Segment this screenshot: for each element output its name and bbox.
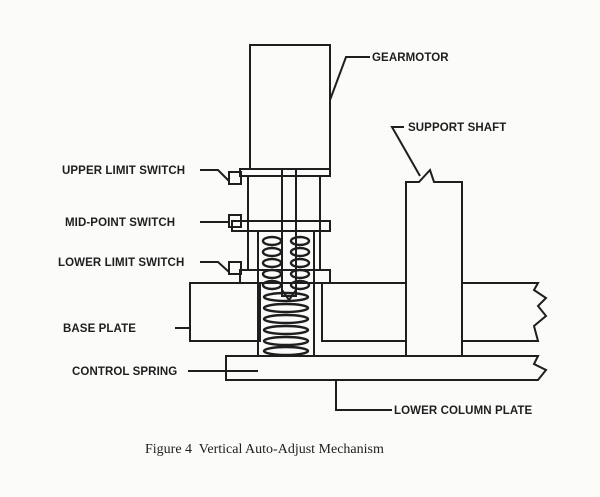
upper-limit-switch	[228, 171, 242, 185]
lower-limit-switch	[228, 261, 242, 275]
gearmotor-label: GEARMOTOR	[372, 52, 449, 64]
figure-caption: Figure 4 Vertical Auto-Adjust Mechanism	[145, 442, 384, 457]
lower-column-plate-label: LOWER COLUMN PLATE	[394, 405, 533, 417]
base-plate-right	[461, 282, 548, 342]
leader-lines	[175, 56, 421, 411]
upper-limit-switch-label: UPPER LIMIT SWITCH	[62, 165, 185, 177]
mid-point-switch-label: MID-POINT SWITCH	[65, 217, 175, 229]
base-plate-label: BASE PLATE	[63, 323, 136, 335]
gearmotor	[249, 44, 331, 170]
support-shaft-label: SUPPORT SHAFT	[408, 122, 506, 134]
lower-limit-switch-label: LOWER LIMIT SWITCH	[58, 257, 184, 269]
lower-column-plate	[225, 355, 548, 381]
lead-screw	[281, 168, 297, 302]
support-shaft	[405, 168, 463, 357]
switch-housing	[239, 168, 331, 284]
control-spring-label: CONTROL SPRING	[72, 366, 177, 378]
control-spring	[257, 232, 315, 357]
